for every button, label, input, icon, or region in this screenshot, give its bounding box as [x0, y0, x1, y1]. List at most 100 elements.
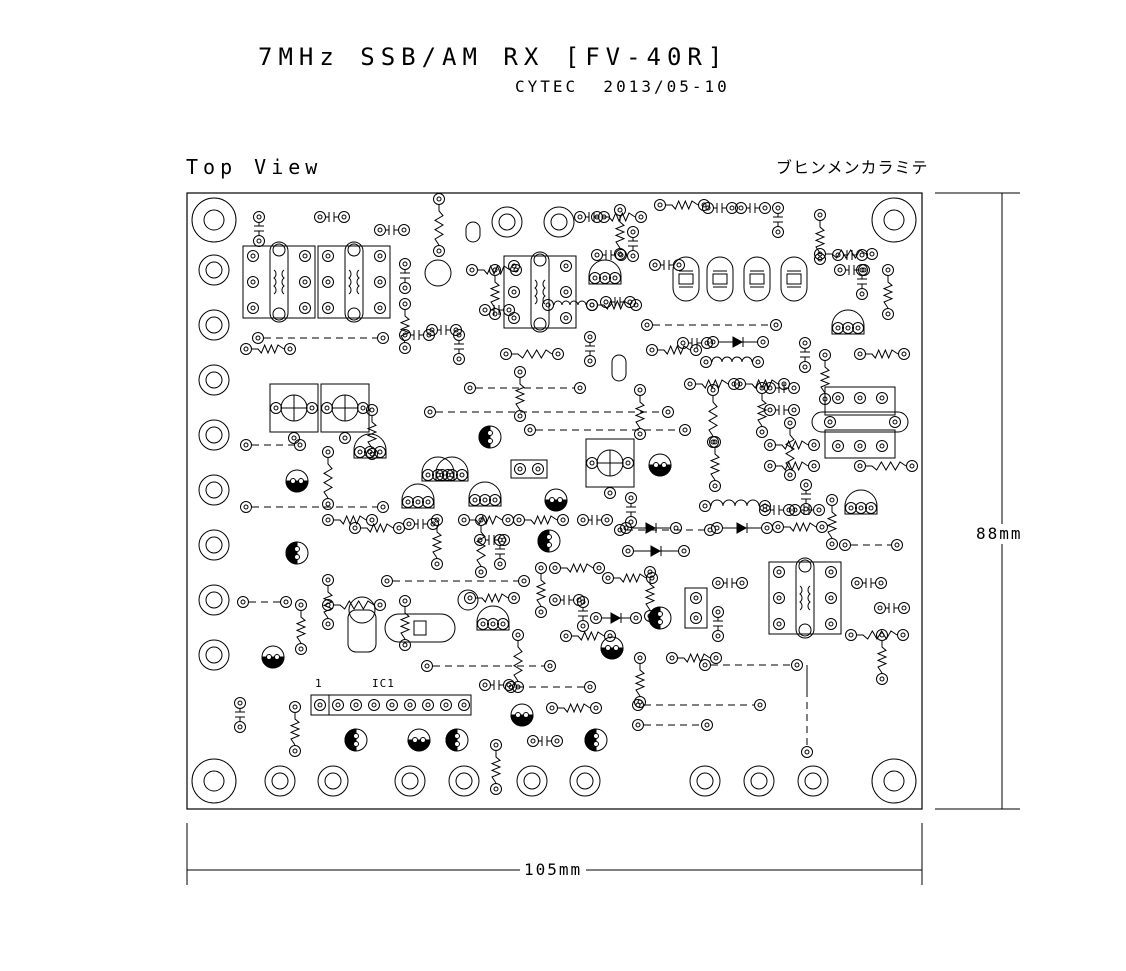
pad: [399, 342, 411, 354]
pad: [590, 612, 602, 624]
pad-hole: [538, 565, 544, 571]
pad-hole: [402, 301, 408, 307]
pad-hole: [325, 602, 331, 608]
pad: [574, 211, 586, 223]
pad-hole: [380, 335, 386, 341]
pad: [512, 681, 524, 693]
pad: [322, 574, 334, 586]
resistor-symbol: [826, 249, 867, 259]
pad: [778, 378, 790, 390]
terminal-hole: [205, 591, 223, 609]
pad-hole: [294, 546, 300, 552]
pad-hole: [738, 205, 744, 211]
terminal-pad: [569, 765, 601, 797]
resistor-symbol: [644, 578, 656, 611]
varicap-outline: [424, 259, 452, 287]
pad: [622, 457, 634, 469]
pad: [477, 618, 489, 630]
pad-hole: [396, 525, 402, 531]
pad-hole: [459, 472, 465, 478]
pad-hole: [506, 307, 512, 313]
pad: [424, 406, 436, 418]
pad: [422, 469, 434, 481]
coil-former: [795, 557, 815, 639]
pad: [906, 460, 918, 472]
pad: [347, 307, 361, 321]
pad-hole: [298, 646, 304, 652]
pad-hole: [360, 405, 366, 411]
pad: [490, 783, 502, 795]
pad: [432, 469, 444, 481]
resistor-symbol: [678, 652, 711, 664]
pad: [814, 248, 826, 260]
pad: [374, 276, 386, 288]
terminal-hole: [498, 213, 516, 231]
pad: [632, 699, 644, 711]
pad-hole: [250, 279, 256, 285]
pad: [826, 494, 838, 506]
pad: [799, 337, 811, 349]
if-transformer: [768, 561, 842, 635]
pad: [381, 575, 393, 587]
pad-hole: [436, 248, 442, 254]
pad: [712, 630, 724, 642]
pad-hole: [377, 449, 383, 455]
pad: [791, 659, 803, 671]
pad-hole: [845, 325, 851, 331]
pad-hole: [682, 427, 688, 433]
pad-hole: [868, 505, 874, 511]
pad-hole: [715, 609, 721, 615]
pad: [374, 446, 386, 458]
resistor-symbol: [334, 514, 367, 526]
pad: [736, 577, 748, 589]
pad: [854, 348, 866, 360]
pad: [404, 699, 416, 711]
pad: [398, 224, 410, 236]
pad: [855, 502, 867, 514]
pad: [866, 248, 878, 260]
resistor-symbol: [756, 394, 768, 427]
pad-hole: [335, 702, 341, 708]
terminal-pad: [689, 765, 721, 797]
pad: [289, 745, 301, 757]
pad-hole: [273, 405, 279, 411]
pad: [604, 630, 616, 642]
resistor-symbol: [819, 361, 831, 394]
pad: [306, 402, 318, 414]
pad: [808, 460, 820, 472]
resistor-symbol: [399, 310, 411, 343]
pad: [875, 577, 887, 589]
pad-hole: [487, 438, 493, 444]
transistor-outline: [476, 605, 510, 631]
terminal-hole: [696, 772, 714, 790]
terminal-pad: [797, 765, 829, 797]
pad: [557, 514, 569, 526]
pad-hole: [713, 655, 719, 661]
pad: [322, 599, 334, 611]
pad-hole: [857, 443, 863, 449]
pad-hole: [515, 712, 521, 718]
pad-hole: [701, 202, 707, 208]
pad-hole: [317, 702, 323, 708]
pad-hole: [762, 503, 768, 509]
pad-hole: [791, 407, 797, 413]
pad: [586, 457, 598, 469]
pad: [422, 699, 434, 711]
pad-hole: [325, 501, 331, 507]
pad-hole: [680, 340, 686, 346]
pad-hole: [633, 615, 639, 621]
pad: [399, 282, 411, 294]
pad: [322, 498, 334, 510]
pad: [759, 202, 771, 214]
pad-hole: [237, 724, 243, 730]
pad: [712, 606, 724, 618]
pad: [876, 440, 888, 452]
pad-hole: [517, 369, 523, 375]
pad-hole: [527, 427, 533, 433]
pad: [518, 575, 530, 587]
pad: [524, 424, 536, 436]
pad: [622, 545, 634, 557]
pad: [350, 699, 362, 711]
pad-hole: [828, 569, 834, 575]
pad-hole: [857, 395, 863, 401]
